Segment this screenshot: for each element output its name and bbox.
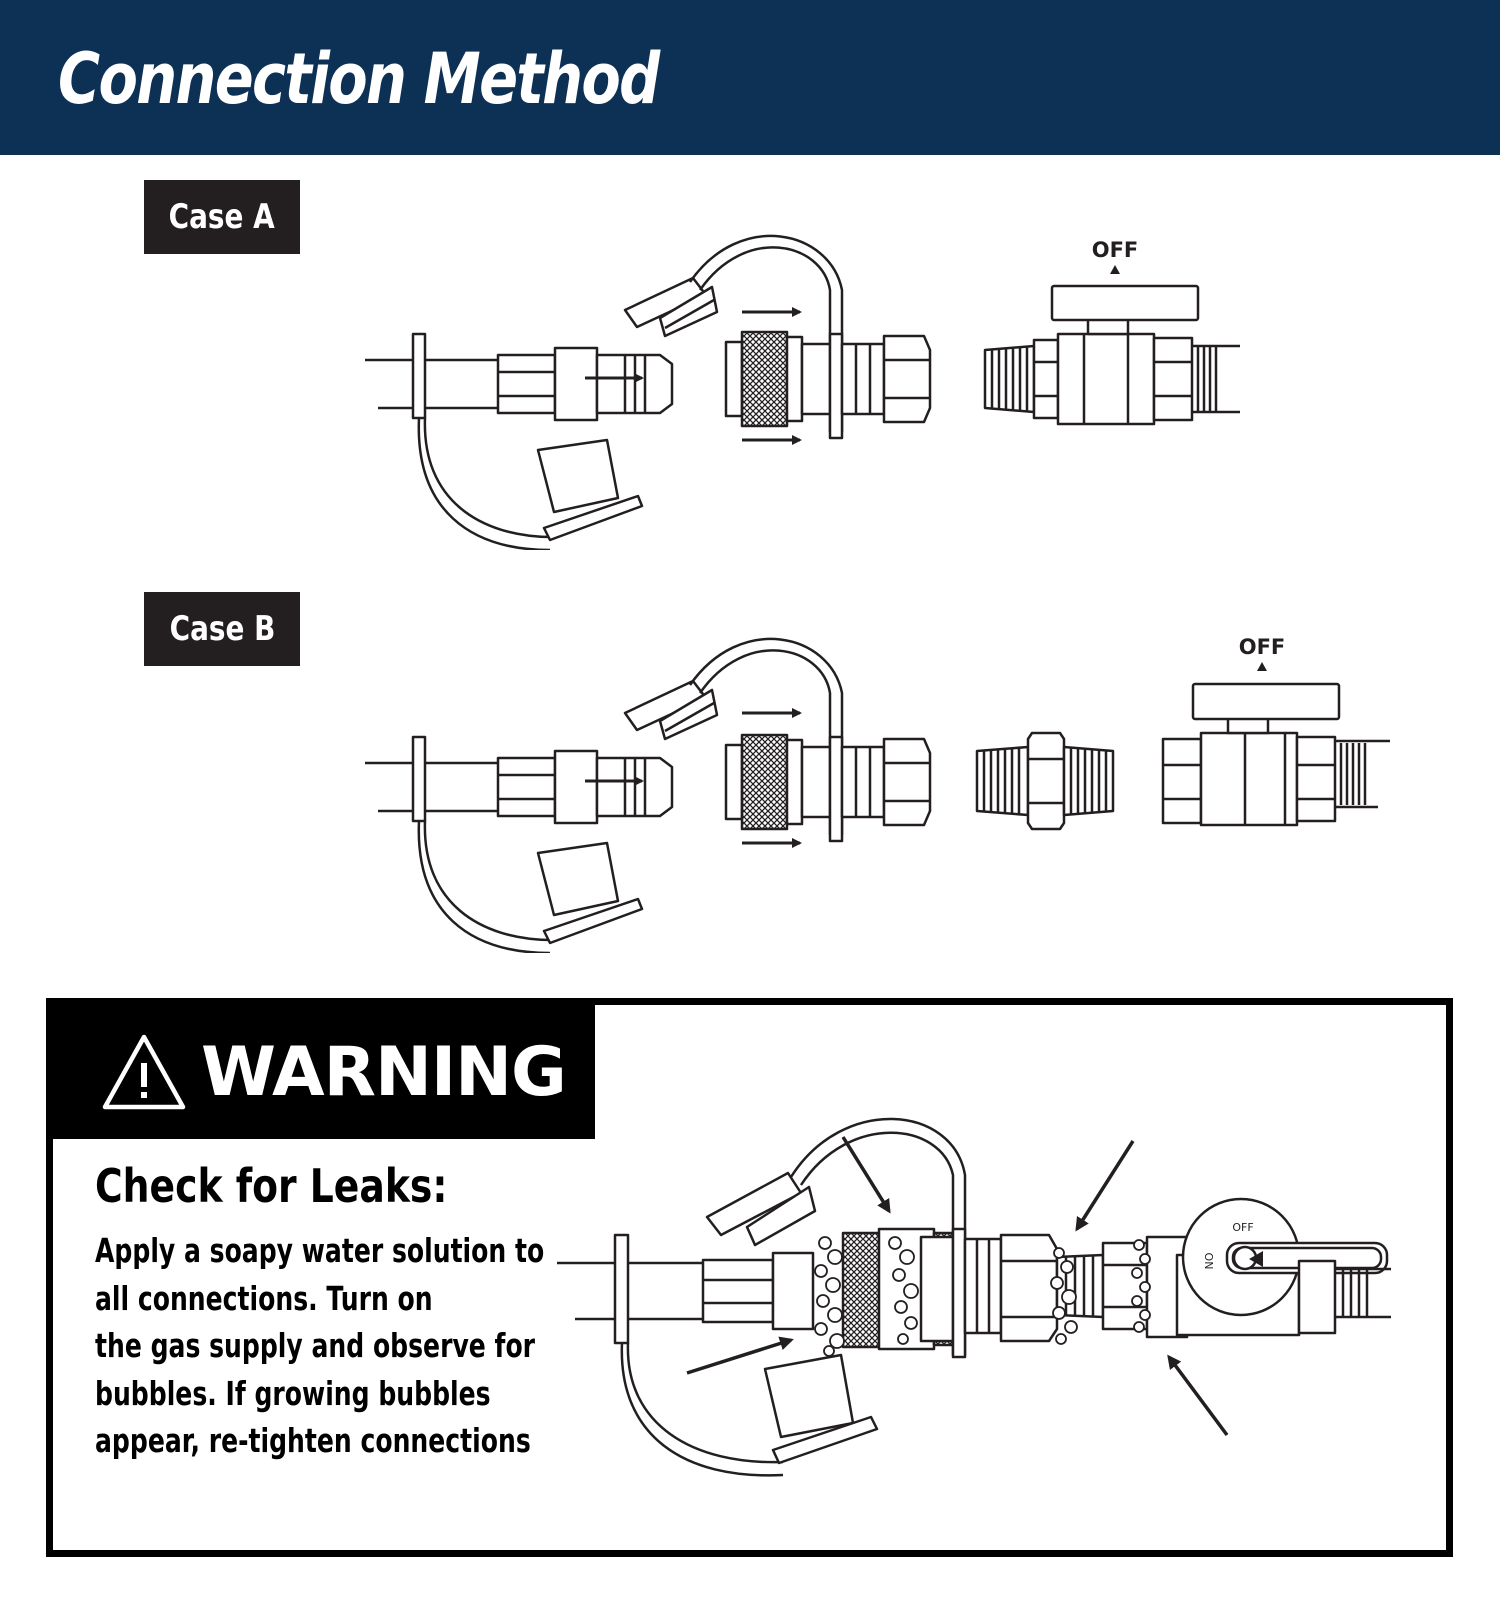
instruction-line: bubbles. If growing bubbles (95, 1373, 491, 1413)
tether-strap (620, 1342, 784, 1477)
coupler-dust-cap (705, 1171, 817, 1247)
coupler-tether (688, 637, 844, 835)
ball-valve (1145, 1197, 1391, 1339)
tether-strap (417, 417, 551, 550)
off-indicator-arrow (1110, 265, 1120, 274)
valve-on-label: ON (1202, 1253, 1215, 1270)
leak-bubbles (814, 1236, 1151, 1357)
case-a-label: Case A (144, 180, 300, 254)
coupler-dust-cap (623, 679, 719, 741)
ball-valve (1161, 682, 1390, 827)
hex-nipple-adapter (975, 731, 1115, 831)
coupler-dust-cap (623, 276, 719, 338)
case-b-label-text: Case B (169, 609, 275, 649)
case-a-diagram: OFF (365, 234, 1240, 550)
header-banner: Connection Method (0, 0, 1500, 155)
off-indicator-arrow (1257, 662, 1267, 671)
ball-valve (983, 284, 1240, 426)
case-b-diagram: OFF (365, 635, 1390, 953)
leak-check-diagram: OFF ON (557, 1117, 1391, 1477)
instruction-line: Apply a soapy water solution to (95, 1231, 545, 1270)
case-a-label-text: Case A (168, 197, 276, 237)
case-b-label: Case B (144, 592, 300, 666)
instruction-line: the gas supply and observe for (95, 1326, 536, 1365)
valve-handle (1191, 682, 1341, 721)
dust-cap (536, 438, 644, 542)
page-title: Connection Method (58, 38, 660, 120)
warning-panel: WARNING Check for Leaks: Apply a soapy w… (46, 998, 1453, 1557)
leak-point-arrow (841, 1136, 891, 1214)
male-plug (701, 1258, 775, 1324)
dust-cap (536, 841, 644, 945)
female-coupler (724, 733, 932, 843)
check-leaks-title: Check for Leaks: (95, 1159, 448, 1213)
male-plug (496, 749, 674, 825)
leak-point-arrow (686, 1336, 794, 1375)
instruction-line: appear, re-tighten connections (95, 1421, 531, 1460)
leak-point-arrow (1075, 1140, 1135, 1232)
valve-handle (1050, 284, 1200, 322)
hex-nipple-adapter (1055, 1241, 1149, 1331)
valve-off-label: OFF (1239, 635, 1286, 659)
female-coupler (724, 330, 932, 440)
warning-header: WARNING (53, 1005, 595, 1139)
tether-strap (417, 820, 551, 953)
warning-triangle-icon (102, 1034, 186, 1110)
dust-cap (763, 1353, 879, 1465)
lever-direction-arrow (1249, 1251, 1263, 1267)
mount-flange (411, 332, 427, 420)
male-plug (496, 346, 674, 422)
warning-title: WARNING (201, 1033, 567, 1112)
coupler-tether (789, 1117, 967, 1355)
valve-off-label: OFF (1092, 238, 1139, 262)
check-leaks-text: Apply a soapy water solution to all conn… (95, 1227, 615, 1465)
valve-off-label: OFF (1232, 1221, 1253, 1234)
mount-flange (613, 1233, 630, 1345)
female-coupler (841, 1227, 1059, 1359)
mount-flange (411, 735, 427, 823)
leak-point-arrow (1167, 1354, 1229, 1437)
instruction-line: all connections. Turn on (95, 1278, 433, 1318)
coupler-tether (688, 234, 844, 432)
